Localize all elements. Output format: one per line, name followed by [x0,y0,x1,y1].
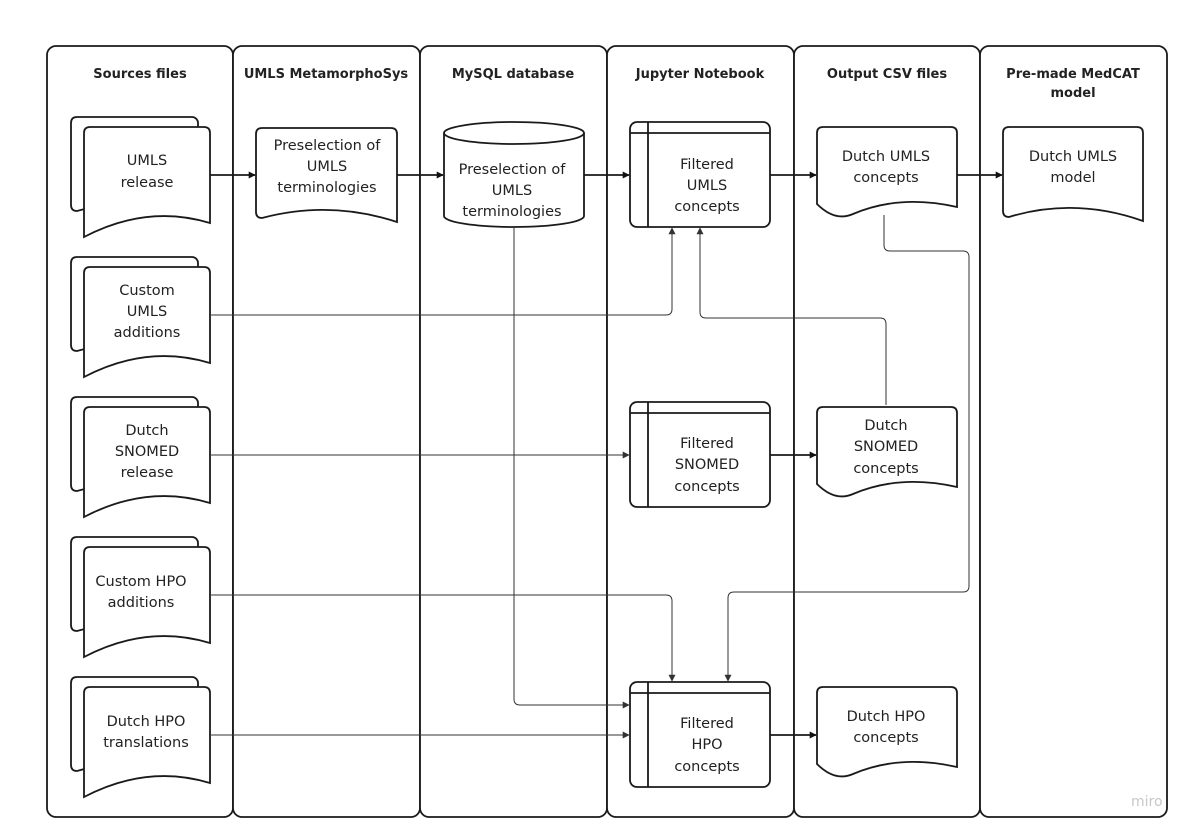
source-label-line: Custom HPO [95,574,186,590]
lane-header-umls-metamorphosys: UMLS MetamorphoSys [244,67,409,82]
connector-umls-output-to-filtered-hpo [724,215,970,682]
notebook-label-line: concepts [674,479,739,495]
output-label-line: concepts [853,461,918,477]
output-label-line: Dutch UMLS [842,149,930,165]
source-label-line: release [121,175,174,191]
lane-pre-made-medcat-model: Pre-made MedCAT model [979,45,1168,818]
source-label-line: release [121,465,174,481]
output-dutch-hpo-concepts: Dutch HPO concepts [816,686,958,778]
source-label-line: additions [108,595,175,611]
notebook-label-line: UMLS [687,178,727,194]
notebook-filtered-hpo: Filtered HPO concepts [629,681,771,788]
mysql-label-line: Preselection of [459,162,567,178]
model-dutch-umls: Dutch UMLS model [1002,126,1144,223]
metamorphosys-label-line: Preselection of [274,138,382,154]
connector-custom-hpo-to-filtered-hpo [210,594,676,682]
connector-snomed-output-to-filtered-umls [696,227,887,405]
notebook-filtered-snomed: Filtered SNOMED concepts [629,401,771,508]
mysql-label-line: UMLS [492,183,532,199]
lane-header-pre-made-medcat-model: Pre-made MedCAT [1006,67,1140,82]
output-label-line: concepts [853,170,918,186]
source-label-line: UMLS [127,153,167,169]
output-dutch-snomed-concepts: Dutch SNOMED concepts [816,406,958,498]
output-label-line: SNOMED [854,439,918,455]
notebook-label-line: HPO [691,737,722,753]
lane-header-mysql-database: MySQL database [452,67,575,82]
output-label-line: Dutch [864,418,907,434]
source-custom-hpo-additions: Custom HPO additions [70,536,211,659]
notebook-filtered-umls: Filtered UMLS concepts [629,121,771,228]
notebook-label-line: SNOMED [675,457,739,473]
source-label-line: Dutch HPO [107,714,186,730]
metamorphosys-label-line: terminologies [277,180,376,196]
lane-header-output-csv-files: Output CSV files [827,67,947,82]
output-dutch-umls-concepts: Dutch UMLS concepts [816,126,958,218]
source-label-line: translations [103,735,189,751]
model-label-line: model [1050,170,1095,186]
source-label-line: additions [114,325,181,341]
source-label-line: UMLS [127,304,167,320]
connector-custom-umls-to-filtered-umls [210,227,676,316]
notebook-label-line: Filtered [680,436,734,452]
notebook-label-line: concepts [674,759,739,775]
source-umls-release: UMLS release [70,116,211,239]
lane-umls-metamorphosys: UMLS MetamorphoSys [232,45,421,818]
source-dutch-snomed-release: Dutch SNOMED release [70,396,211,519]
lane-header-jupyter-notebook: Jupyter Notebook [635,67,765,82]
source-label-line: SNOMED [115,444,179,460]
lane-header-pre-made-medcat-model-line2: model [1050,86,1095,101]
notebook-label-line: concepts [674,199,739,215]
metamorphosys-preselection: Preselection of UMLS terminologies [255,127,398,224]
metamorphosys-label-line: UMLS [307,159,347,175]
output-label-line: concepts [853,730,918,746]
source-custom-umls-additions: Custom UMLS additions [70,256,211,379]
source-label-line: Custom [119,283,175,299]
lane-header-sources-files: Sources files [93,67,187,82]
mysql-label-line: terminologies [462,204,561,220]
model-label-line: Dutch UMLS [1029,149,1117,165]
source-dutch-hpo-translations: Dutch HPO translations [70,676,211,799]
notebook-label-line: Filtered [680,716,734,732]
connector-mysql-to-filtered-hpo [513,228,630,709]
output-label-line: Dutch HPO [847,709,926,725]
watermark: miro [1131,794,1163,810]
notebook-label-line: Filtered [680,157,734,173]
source-label-line: Dutch [125,423,168,439]
mysql-preselection-cylinder: Preselection of UMLS terminologies [443,121,585,228]
